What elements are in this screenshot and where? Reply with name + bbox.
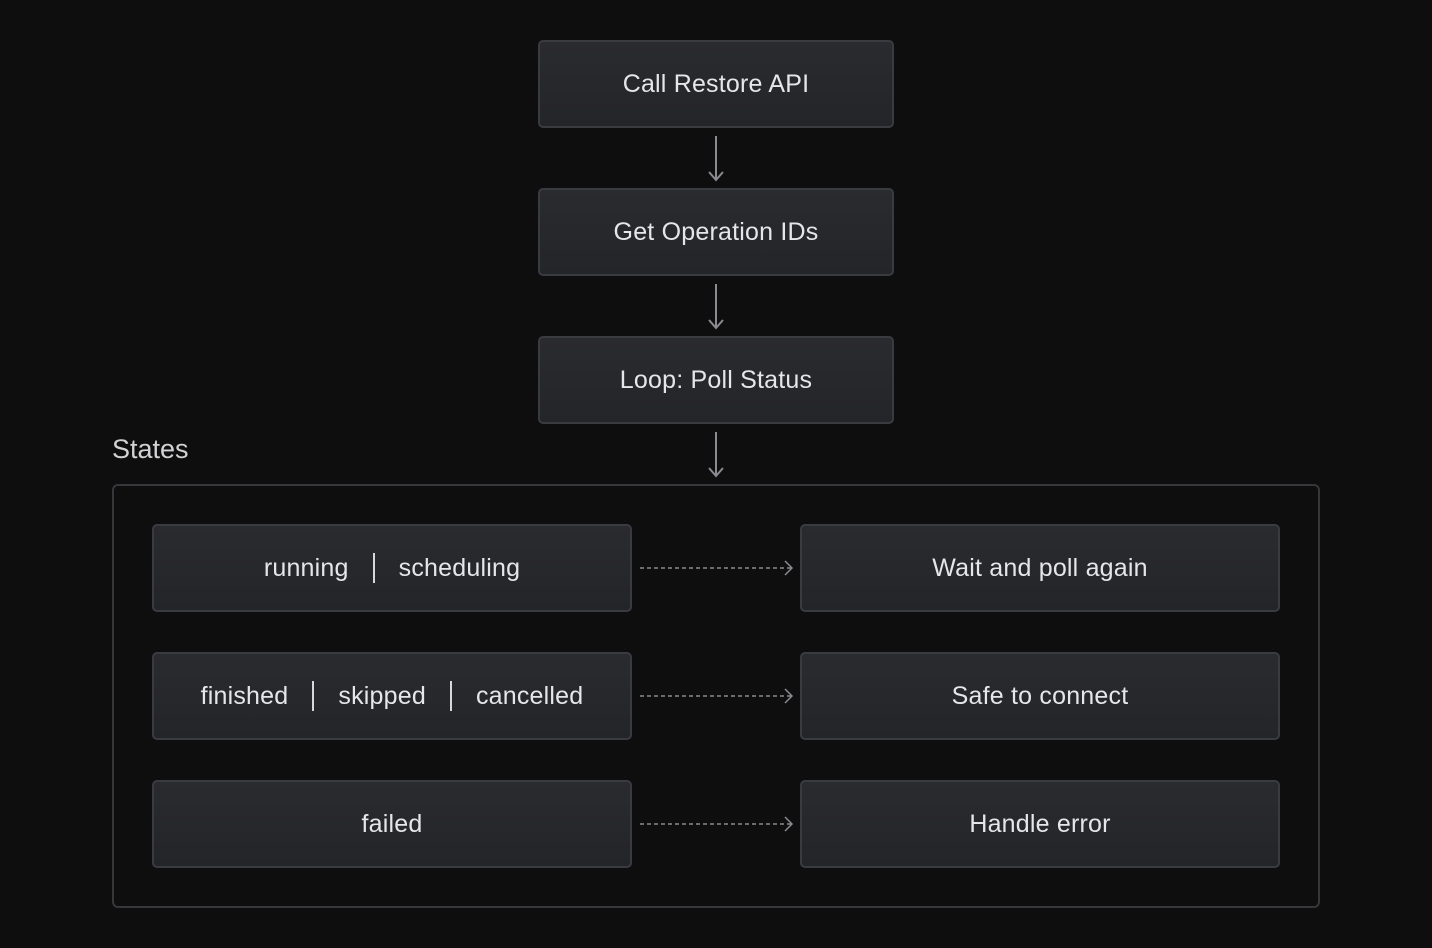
step-label: Call Restore API [622,69,810,98]
state-label: scheduling [398,553,521,582]
step-call-restore-api: Call Restore API [538,40,894,128]
step-get-operation-ids: Get Operation IDs [538,188,894,276]
state-label: cancelled [475,681,584,710]
state-label: running [263,553,349,582]
arrow-call-to-get [708,136,724,182]
outcome-label: Safe to connect [951,681,1129,710]
state-separator [312,681,315,711]
state-failed: failed [152,780,632,868]
state-label: skipped [338,681,426,710]
state-running-scheduling: running scheduling [152,524,632,612]
state-label: failed [361,809,423,838]
step-loop-poll-status: Loop: Poll Status [538,336,894,424]
step-label: Get Operation IDs [613,217,819,246]
arrow-loop-to-states [708,432,724,478]
outcome-safe-to-connect: Safe to connect [800,652,1280,740]
state-finished-skipped-cancelled: finished skipped cancelled [152,652,632,740]
states-group [112,484,1320,908]
state-label: finished [200,681,289,710]
state-separator [372,553,375,583]
outcome-label: Handle error [969,809,1111,838]
arrow-get-to-loop [708,284,724,330]
step-label: Loop: Poll Status [619,365,813,394]
outcome-label: Wait and poll again [932,553,1148,582]
states-group-title: States [112,434,189,464]
outcome-handle-error: Handle error [800,780,1280,868]
state-separator [449,681,452,711]
outcome-wait-and-poll: Wait and poll again [800,524,1280,612]
